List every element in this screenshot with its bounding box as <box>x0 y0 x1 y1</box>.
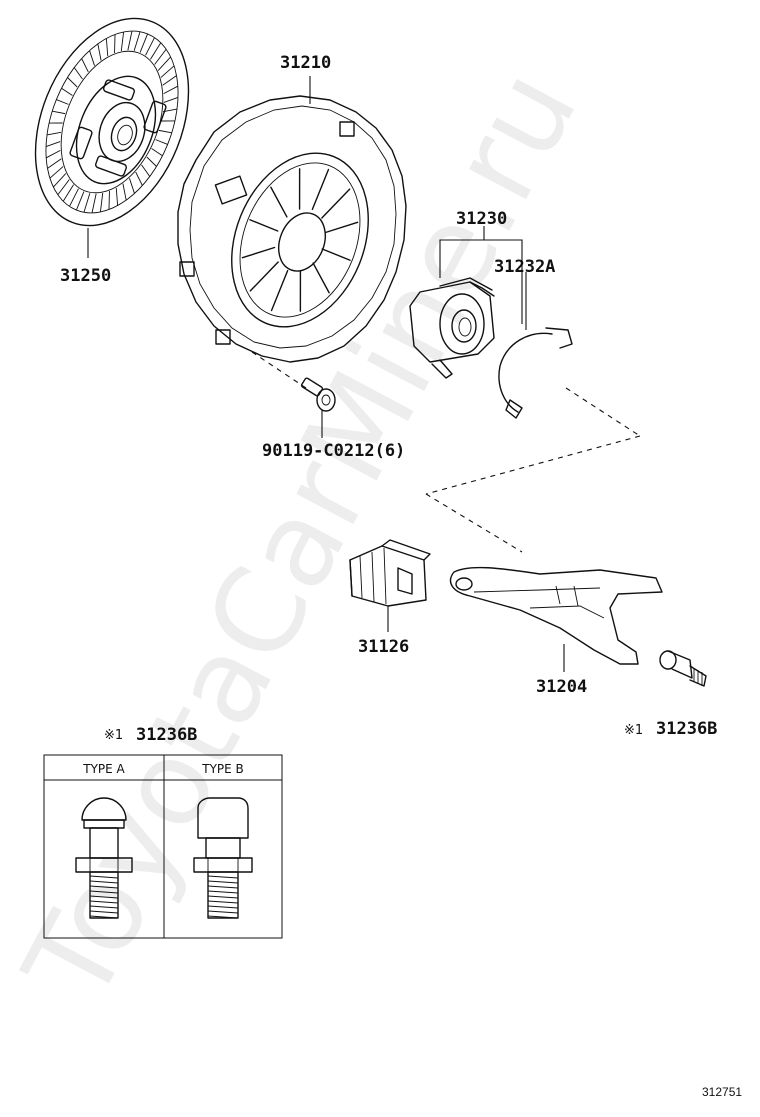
callout-31204: 31204 <box>536 677 587 697</box>
callout-31230: 31230 <box>456 209 507 229</box>
table-header-type-b: TYPE B <box>201 762 244 776</box>
callout-31210: 31210 <box>280 53 331 73</box>
callout-31126: 31126 <box>358 637 409 657</box>
pivot-illustration <box>660 651 706 686</box>
release-fork-illustration <box>451 568 662 664</box>
diagram-reference: 312751 <box>702 1085 742 1099</box>
callout-31236b-table: 31236B <box>136 725 197 745</box>
clip-illustration <box>499 328 640 436</box>
note-mark-right: ※1 <box>624 723 643 738</box>
clutch-disc-illustration <box>7 0 218 248</box>
callout-31236b-right: 31236B <box>656 719 717 739</box>
callout-31250: 31250 <box>60 266 111 286</box>
callout-31232a: 31232A <box>494 257 555 277</box>
callout-90119-c0212: 90119-C0212(6) <box>262 441 405 461</box>
note-mark-table: ※1 <box>104 728 123 743</box>
table-header-type-a: TYPE A <box>82 762 125 776</box>
